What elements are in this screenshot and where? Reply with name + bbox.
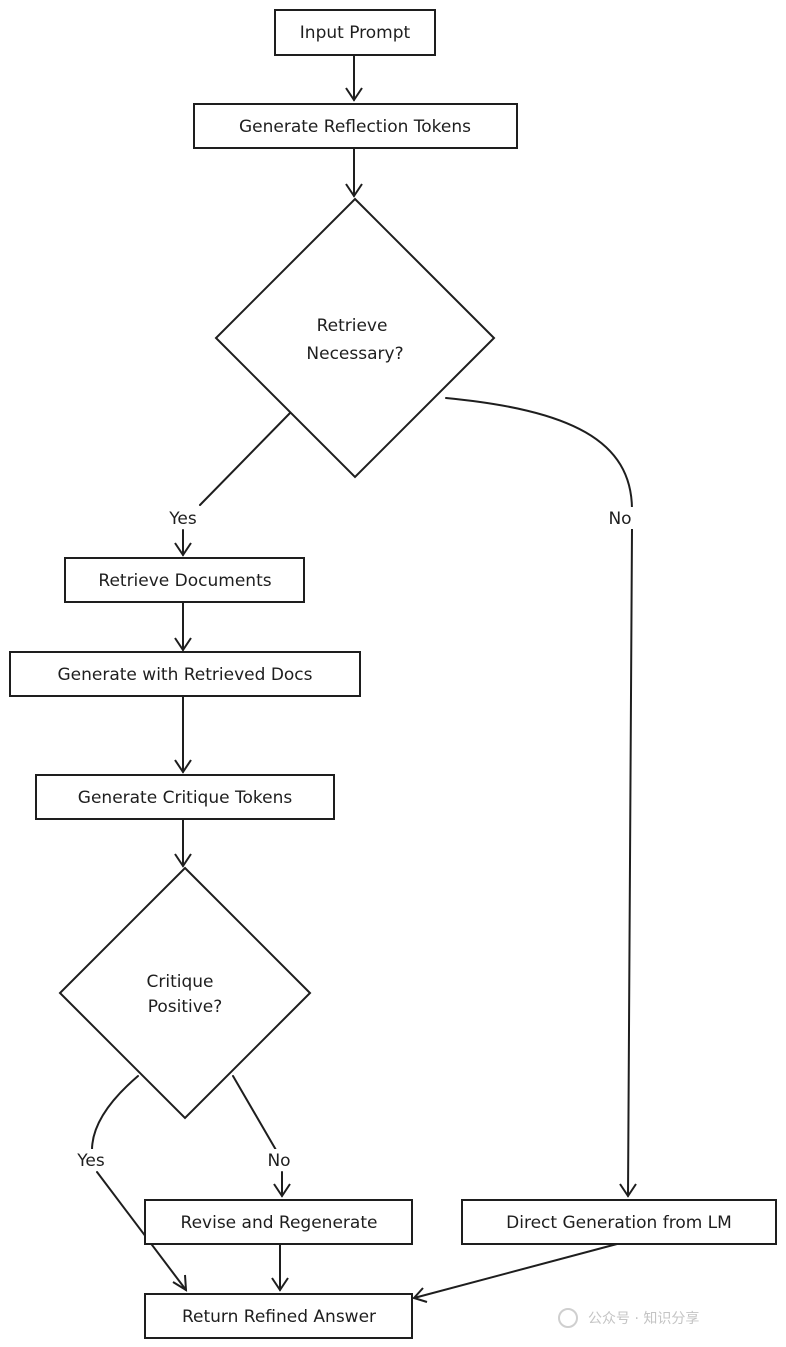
svg-text:No: No — [608, 509, 631, 529]
watermark-logo-icon — [558, 1308, 578, 1328]
node-generate-with-retrieved-docs: Generate with Retrieved Docs — [9, 651, 361, 697]
node-input-prompt: Input Prompt — [274, 9, 436, 56]
watermark: 公众号 · 知识分享 — [558, 1308, 699, 1328]
svg-text:Input Prompt: Input Prompt — [300, 23, 411, 43]
node-generate-critique-tokens: Generate Critique Tokens — [35, 774, 335, 820]
node-return-refined-answer: Return Refined Answer — [144, 1293, 413, 1339]
node-retrieve-necessary-decision: Retrieve Necessary? — [214, 197, 496, 479]
svg-text:No: No — [267, 1151, 290, 1171]
edge-label-retrieve-no: No — [602, 507, 638, 529]
edge-decision-yes-to-retrieve — [174, 411, 292, 557]
edge-generate-docs-to-critique-tokens — [174, 695, 192, 774]
svg-text:Return Refined Answer: Return Refined Answer — [182, 1307, 376, 1327]
edge-retrieve-to-generate-docs — [174, 601, 192, 652]
svg-text:公众号 · 知识分享: 公众号 · 知识分享 — [588, 1310, 699, 1327]
edge-critique-no-to-revise — [232, 1075, 291, 1198]
node-generate-reflection-tokens: Generate Reflection Tokens — [193, 103, 518, 149]
svg-text:Necessary?: Necessary? — [306, 344, 403, 364]
edge-reflection-to-decision — [345, 147, 363, 198]
node-direct-generation-from-lm: Direct Generation from LM — [461, 1199, 777, 1245]
edge-revise-to-return — [271, 1243, 289, 1292]
edge-direct-to-return — [412, 1243, 618, 1303]
edge-decision-no-to-direct — [445, 397, 637, 1198]
node-critique-positive-decision: Critique Positive? — [58, 866, 312, 1120]
svg-text:Generate Critique Tokens: Generate Critique Tokens — [78, 788, 293, 808]
svg-text:Retrieve: Retrieve — [317, 316, 388, 336]
edge-label-retrieve-yes: Yes — [163, 507, 203, 529]
node-retrieve-documents: Retrieve Documents — [64, 557, 305, 603]
node-revise-and-regenerate: Revise and Regenerate — [144, 1199, 413, 1245]
svg-text:Retrieve Documents: Retrieve Documents — [98, 571, 271, 591]
svg-text:Generate Reflection Tokens: Generate Reflection Tokens — [239, 117, 471, 137]
edge-critique-tokens-to-decision — [174, 818, 192, 868]
svg-text:Generate with Retrieved Docs: Generate with Retrieved Docs — [57, 665, 312, 685]
svg-text:Critique: Critique — [147, 972, 214, 992]
svg-text:Direct Generation from LM: Direct Generation from LM — [506, 1213, 732, 1233]
edge-input-to-reflection — [345, 54, 363, 102]
svg-text:Yes: Yes — [76, 1151, 105, 1171]
svg-text:Positive?: Positive? — [148, 997, 223, 1017]
edge-label-critique-yes: Yes — [71, 1149, 111, 1171]
edge-label-critique-no: No — [261, 1149, 297, 1171]
edge-critique-yes-to-return — [91, 1075, 188, 1292]
svg-text:Revise and Regenerate: Revise and Regenerate — [181, 1213, 378, 1233]
svg-text:Yes: Yes — [168, 509, 197, 529]
